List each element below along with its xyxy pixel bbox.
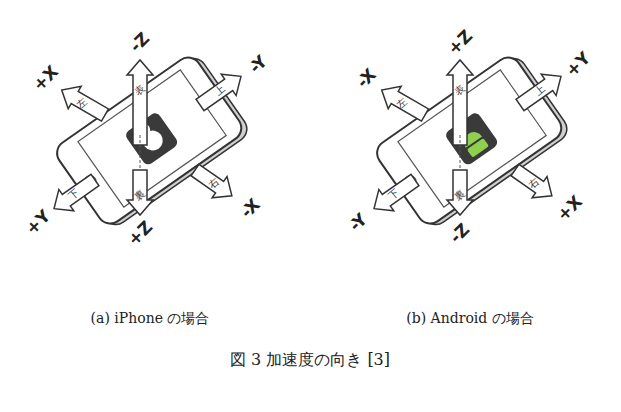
axis-arrow xyxy=(47,169,103,219)
axis-label: -Z xyxy=(447,220,473,246)
axis-label: +Y xyxy=(563,49,594,80)
axis-label: -X xyxy=(237,195,262,220)
smartphone xyxy=(52,50,252,232)
axis-arrow xyxy=(188,159,240,206)
axis-label: +X xyxy=(554,192,585,223)
axis-label: -Y xyxy=(346,210,370,234)
axis-label: +X xyxy=(30,62,61,93)
axis-arrow xyxy=(447,170,473,215)
smartphone xyxy=(372,50,572,232)
axis-label: +Y xyxy=(23,207,54,238)
axis-guide xyxy=(140,135,141,170)
axis-arrow xyxy=(508,159,560,206)
axis-arrow xyxy=(375,79,431,127)
axis-arrow xyxy=(127,170,153,215)
axis-label: +Z xyxy=(445,27,476,58)
axis-label: -X xyxy=(353,65,378,90)
axis-arrow xyxy=(193,66,249,116)
axis-arrow xyxy=(447,60,473,145)
axis-label: -Z xyxy=(127,29,153,55)
subfigure-caption: (a) iPhone の場合 xyxy=(91,311,210,325)
figure-caption: 図 3 加速度の向き [3] xyxy=(230,352,390,368)
axis-arrow xyxy=(513,66,569,116)
axis-label: +Z xyxy=(125,218,156,249)
axis-arrow xyxy=(367,169,423,219)
axis-arrow xyxy=(127,60,153,145)
axis-guide xyxy=(460,135,461,170)
axis-label: -Y xyxy=(246,52,270,76)
subfigure-caption: (b) Android の場合 xyxy=(406,311,533,325)
axis-arrow xyxy=(55,79,111,127)
